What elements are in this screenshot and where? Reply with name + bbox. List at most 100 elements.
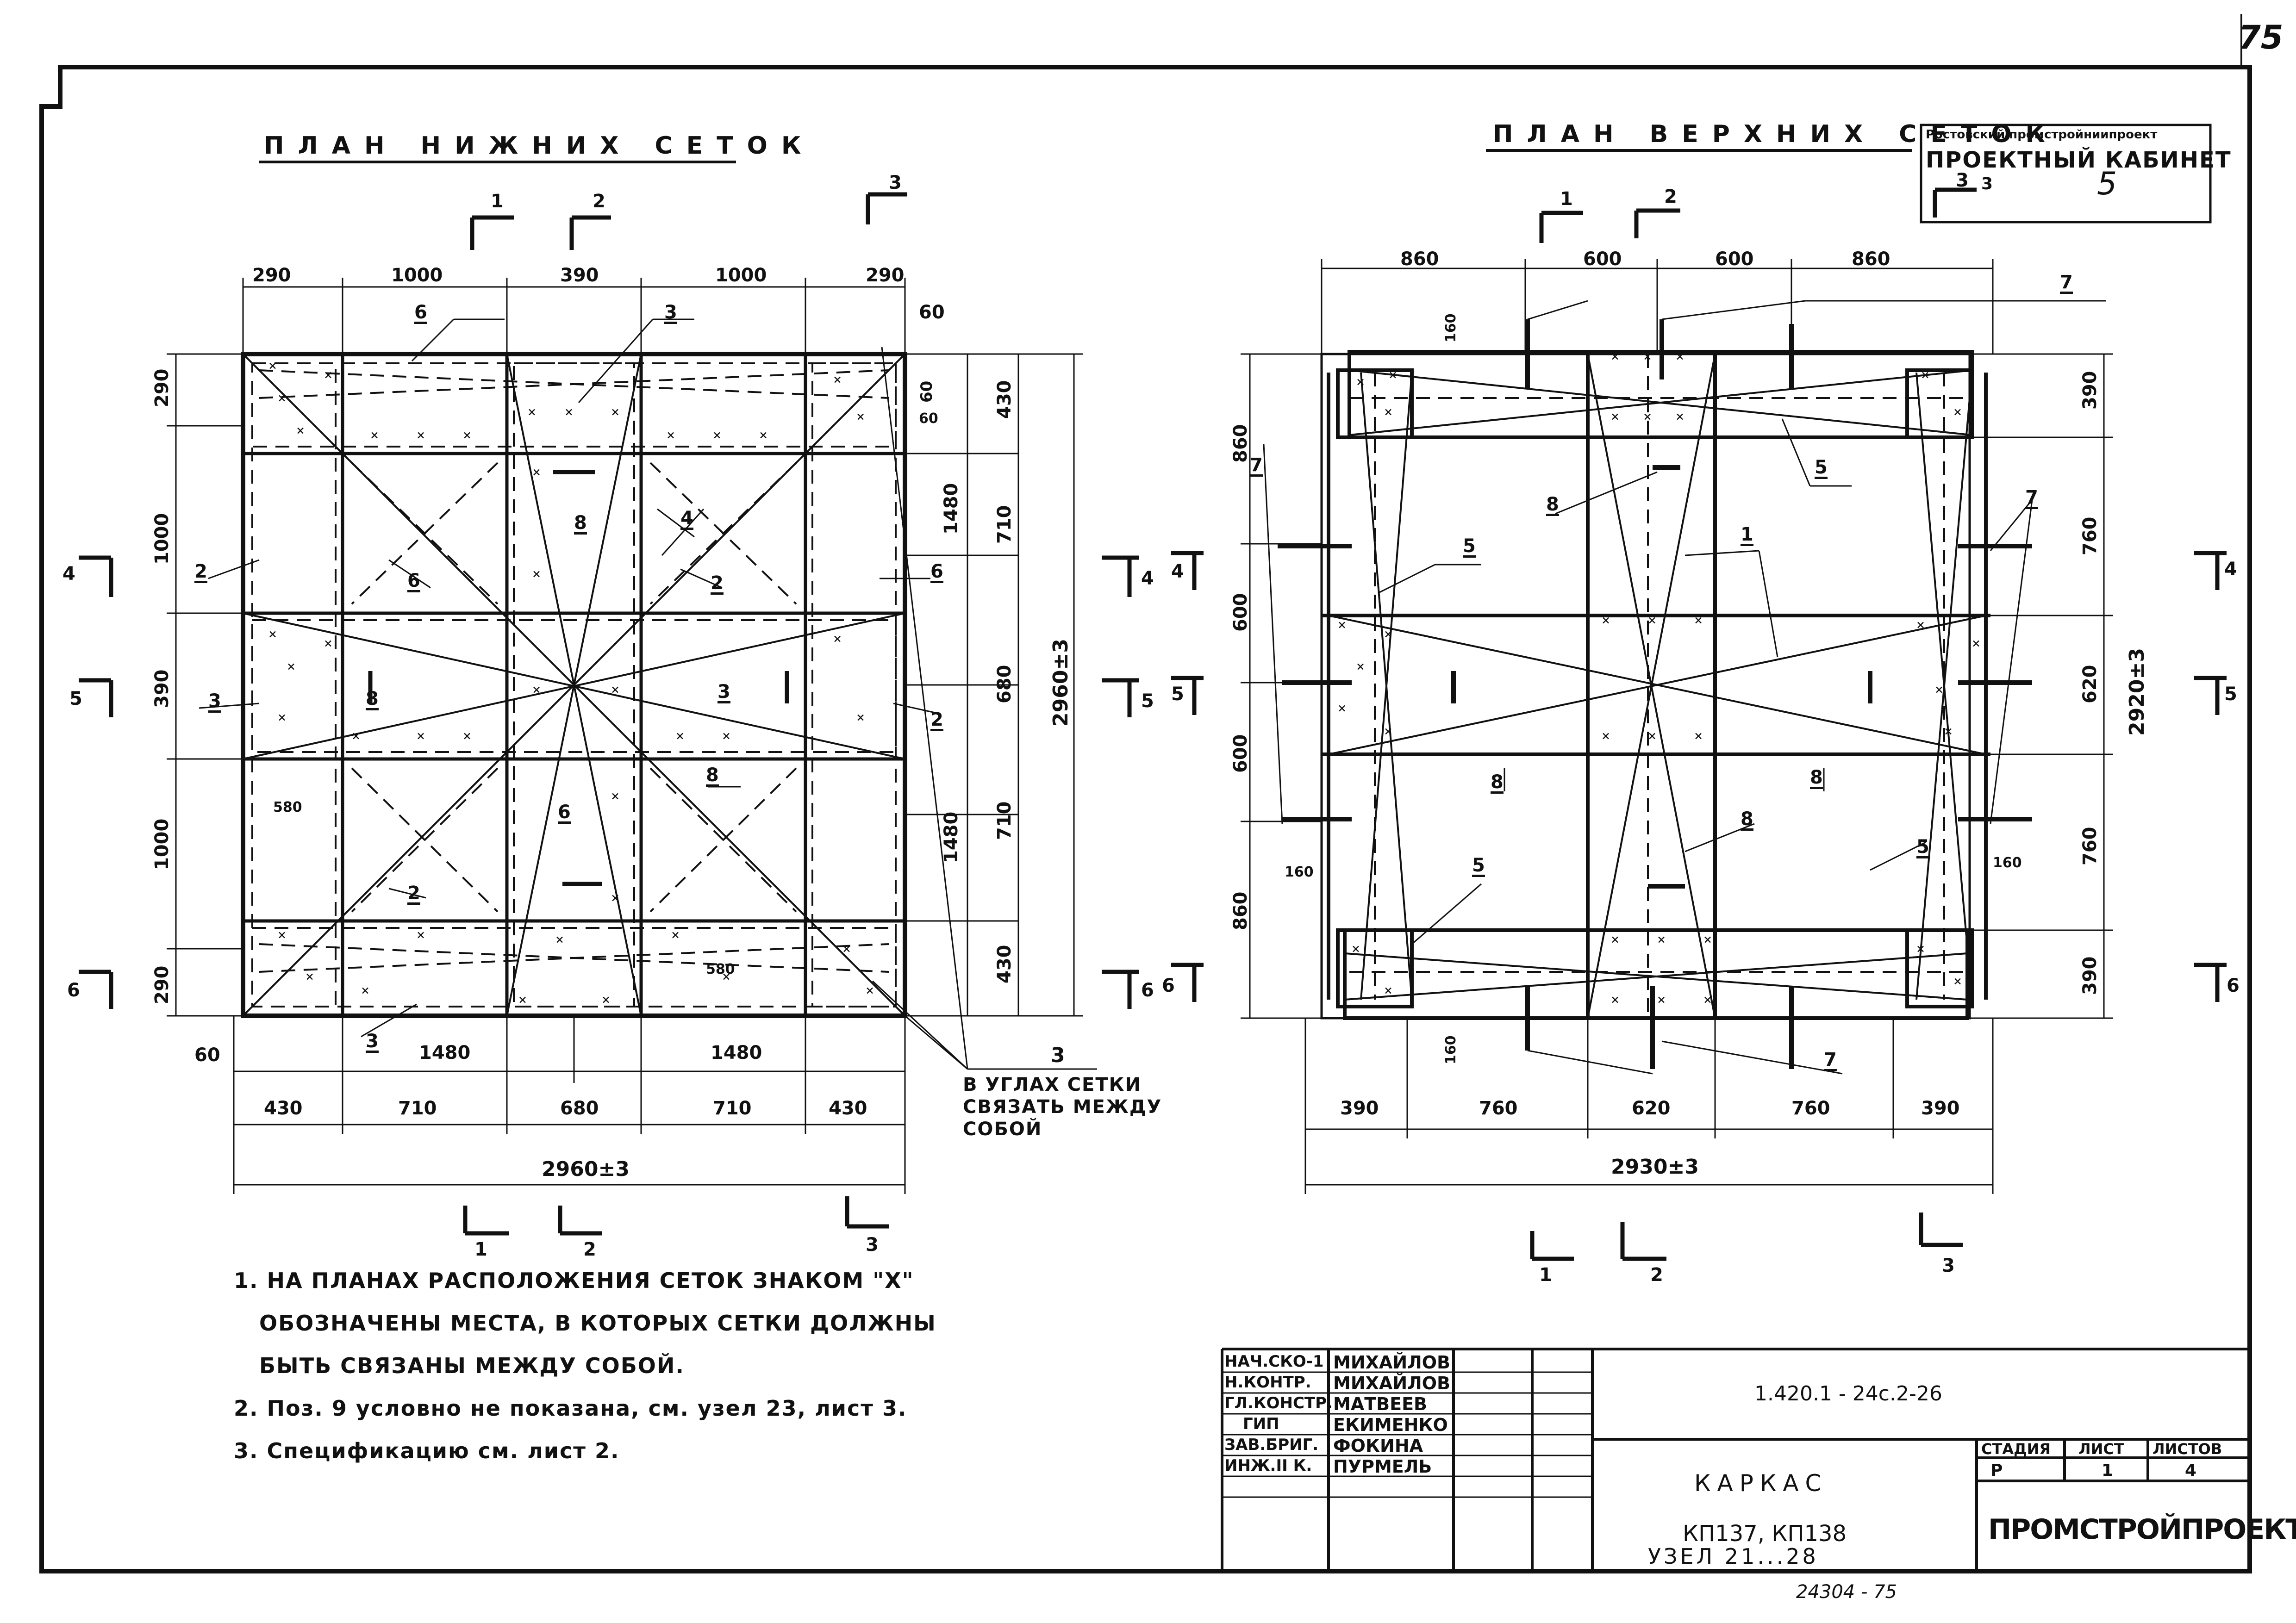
svg-text:×: × (370, 427, 379, 443)
bottom-dimension: 680 (560, 1098, 599, 1119)
left-dimension: 390 (151, 669, 173, 709)
right-dimension: 710 (994, 801, 1015, 840)
svg-text:×: × (1953, 973, 1962, 989)
right-dimension: 390 (2079, 371, 2101, 410)
inner-dimension: 580 (706, 961, 735, 977)
right-dimension: 760 (2079, 827, 2101, 866)
svg-text:×: × (1602, 728, 1610, 744)
section-mark-bottom: 3 (866, 1234, 879, 1256)
section-mark-bottom: 2 (1650, 1264, 1663, 1286)
small-dimension: 60 (194, 1045, 220, 1066)
archive-number: 24304 - 75 (1796, 1581, 1897, 1603)
svg-text:×: × (324, 367, 332, 383)
bottom-total-dimension: 2930±3 (1611, 1155, 1699, 1179)
svg-text:×: × (676, 728, 684, 744)
position-mark: 6 (407, 570, 420, 592)
svg-text:×: × (278, 927, 286, 943)
lower-plan-title: ПЛАН НИЖНИХ СЕТОК (264, 132, 815, 160)
svg-text:×: × (856, 409, 865, 425)
upper-plan-title: ПЛАН ВЕРХНИХ СЕТОК (1493, 120, 2059, 148)
right-dimension: 760 (2079, 516, 2101, 556)
callout-line-3: СОБОЙ (963, 1119, 1042, 1140)
section-mark-right: 4 (1141, 568, 1154, 589)
top-dimension: 600 (1715, 249, 1754, 270)
tb-name: МАТВЕЕВ (1333, 1394, 1427, 1414)
note-1-line-1: 1. НА ПЛАНАХ РАСПОЛОЖЕНИЯ СЕТОК ЗНАКОМ "… (234, 1268, 914, 1293)
svg-text:×: × (1648, 612, 1656, 628)
svg-text:×: × (842, 941, 851, 957)
tb-role: ГЛ.КОНСТР. (1224, 1394, 1333, 1412)
small-dimension: 160 (1443, 313, 1459, 342)
svg-text:×: × (1648, 728, 1656, 744)
right-dimension: 710 (994, 505, 1015, 544)
position-mark: 2 (930, 709, 943, 731)
bottom-span-dimension: 1480 (711, 1042, 762, 1063)
position-mark: 8 (1546, 494, 1559, 516)
svg-text:×: × (1384, 404, 1392, 420)
svg-text:×: × (611, 682, 619, 698)
tb-name: МИХАЙЛОВ (1333, 1373, 1450, 1393)
right-span-dimension: 1480 (941, 811, 962, 863)
svg-text:×: × (1921, 367, 1929, 383)
section-mark-left: 5 (69, 688, 82, 709)
right-dimension: 620 (2079, 665, 2101, 704)
svg-text:×: × (856, 709, 865, 726)
top-dimension: 1000 (391, 265, 443, 286)
tb-role: ГИП (1243, 1415, 1279, 1433)
right-dimension-60: 60 (919, 410, 938, 427)
left-dimension: 600 (1230, 734, 1251, 773)
position-mark: 3 (366, 1031, 379, 1053)
svg-text:×: × (1389, 367, 1397, 383)
svg-text:×: × (1944, 723, 1953, 740)
left-dimension: 860 (1230, 424, 1251, 463)
position-mark: 5 (1916, 836, 1929, 858)
position-mark: 8 (1491, 771, 1504, 794)
sheet-header: ЛИСТ (2078, 1440, 2124, 1458)
position-mark: 8 (706, 765, 719, 787)
lower-mesh-plan (79, 192, 1139, 1236)
left-dimension: 290 (151, 965, 173, 1005)
tb-role: ЗАВ.БРИГ. (1224, 1436, 1319, 1454)
doc-code: 1.420.1 - 24с.2-26 (1754, 1382, 1942, 1405)
svg-text:×: × (1953, 404, 1962, 420)
top-dimension: 600 (1583, 249, 1622, 270)
svg-text:×: × (565, 404, 573, 420)
position-mark: 3 (208, 690, 221, 713)
tb-name: ЕКИМЕНКО (1333, 1415, 1448, 1435)
svg-text:×: × (1338, 700, 1346, 716)
top-dimension: 390 (560, 265, 599, 286)
top-dimension: 860 (1400, 249, 1439, 270)
cabinet-stamp: Ростовский промстройниипроект ПРОЕКТНЫЙ … (1926, 129, 2231, 200)
right-dimension: 390 (2079, 956, 2101, 995)
svg-text:×: × (1338, 617, 1346, 633)
section-mark-top: 3 (889, 172, 902, 193)
svg-text:×: × (1611, 348, 1619, 365)
left-dimension: 290 (151, 368, 173, 408)
section-mark-top: 2 (593, 191, 605, 212)
right-total-dimension: 2960±3 (1049, 639, 1073, 727)
bottom-span-dimension: 1480 (419, 1042, 471, 1063)
right-dimension: 430 (994, 945, 1015, 984)
position-mark: 8 (366, 688, 379, 710)
small-dimension: 60 (917, 380, 936, 403)
callout-line-1: В УГЛАХ СЕТКИ (963, 1074, 1142, 1095)
note-1-line-3: БЫТЬ СВЯЗАНЫ МЕЖДУ СОБОЙ. (259, 1353, 685, 1378)
page-number: 75 (2238, 19, 2284, 56)
position-mark: 3 (718, 681, 730, 703)
small-dimension: 160 (1285, 864, 1314, 880)
sheet-value: 1 (2102, 1461, 2114, 1480)
bottom-dimension: 760 (1791, 1098, 1830, 1119)
position-mark: 5 (1815, 457, 1828, 479)
position-mark: 7 (2060, 272, 2073, 294)
section-mark-left: 5 (1171, 684, 1184, 705)
svg-text:×: × (296, 423, 305, 439)
position-mark: 8 (574, 512, 587, 535)
svg-text:×: × (866, 983, 874, 999)
svg-text:×: × (602, 992, 610, 1008)
top-dimension: 1000 (715, 265, 767, 286)
position-mark: 2 (194, 561, 207, 583)
svg-text:×: × (1657, 992, 1666, 1008)
tb-role: ИНЖ.II К. (1224, 1456, 1312, 1475)
bottom-dimension: 390 (1921, 1098, 1960, 1119)
svg-text:×: × (278, 390, 286, 406)
